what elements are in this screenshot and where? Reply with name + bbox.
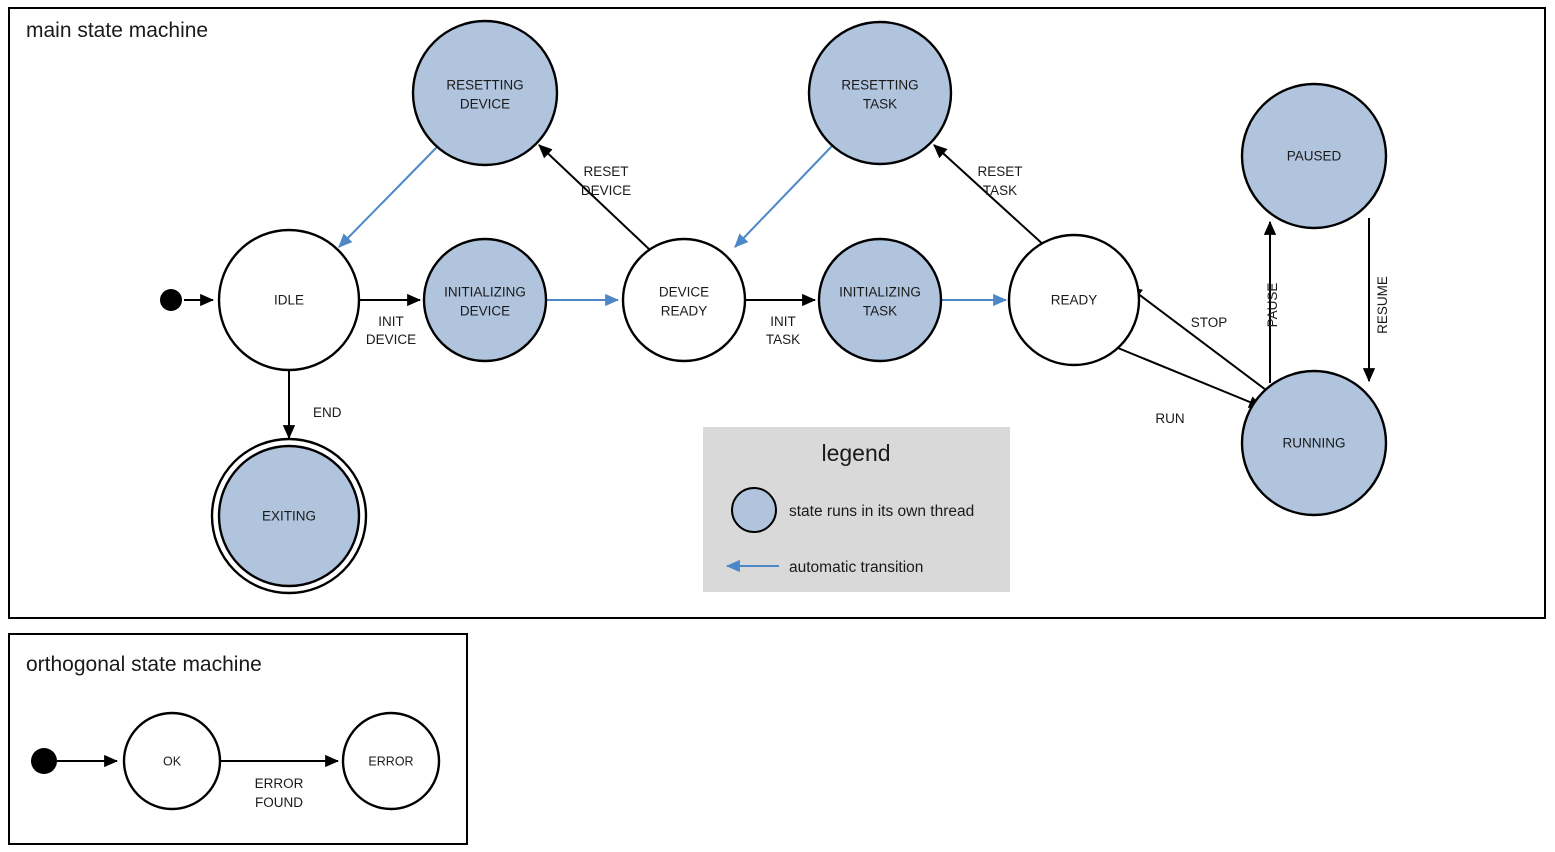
state-running-label: RUNNING — [1283, 436, 1346, 451]
state-initializing-task-label-line2: TASK — [863, 304, 897, 319]
state-resetting-device-label-line2: DEVICE — [460, 97, 510, 112]
transition-label-init-device-line1: INIT — [378, 314, 404, 329]
state-initializing-task[interactable]: INITIALIZING TASK — [817, 237, 943, 363]
legend-title: legend — [821, 440, 890, 466]
main-states: IDLE INITIALIZING DEVICE DEVICE READY IN… — [160, 19, 1388, 595]
legend-thread-state-text: state runs in its own thread — [789, 503, 974, 520]
orthogonal-initial-state-marker — [31, 748, 57, 774]
state-paused[interactable]: PAUSED — [1240, 82, 1388, 230]
legend-auto-transition-text: automatic transition — [789, 559, 923, 576]
state-initializing-device-label-line1: INITIALIZING — [444, 285, 526, 300]
transition-resetting-device-idle[interactable] — [338, 146, 438, 248]
state-resetting-device[interactable]: RESETTING DEVICE — [411, 19, 559, 167]
transition-ready-resetting-task[interactable] — [933, 144, 1047, 248]
state-idle-shape[interactable] — [217, 228, 361, 372]
transition-label-end: END — [313, 405, 342, 420]
legend: legend state runs in its own thread auto… — [703, 427, 1010, 592]
state-paused-label: PAUSED — [1287, 149, 1342, 164]
main-transitions: INIT DEVICE INIT TASK RESET DEVICE RESET… — [184, 144, 1390, 440]
state-error-shape[interactable] — [341, 711, 441, 811]
state-exiting-label: EXITING — [262, 509, 316, 524]
initial-state-marker — [160, 289, 182, 311]
transition-label-reset-task-line2: TASK — [983, 183, 1017, 198]
transition-label-reset-device-line2: DEVICE — [581, 183, 631, 198]
state-paused-shape[interactable] — [1240, 82, 1388, 230]
transition-label-reset-task-line1: RESET — [977, 164, 1022, 179]
state-exiting-final-ring — [210, 437, 368, 595]
state-initializing-device[interactable]: INITIALIZING DEVICE — [422, 237, 548, 363]
transition-device-ready-resetting-device[interactable] — [538, 144, 651, 251]
state-error[interactable]: ERROR — [341, 711, 441, 811]
transition-label-init-task-line1: INIT — [770, 314, 796, 329]
state-ok[interactable]: OK — [122, 711, 222, 811]
state-idle-label: IDLE — [274, 293, 304, 308]
state-resetting-task-label-line1: RESETTING — [841, 78, 918, 93]
state-device-ready-shape[interactable] — [621, 237, 747, 363]
state-initializing-device-label-line2: DEVICE — [460, 304, 510, 319]
state-initializing-task-shape[interactable] — [817, 237, 943, 363]
state-device-ready[interactable]: DEVICE READY — [621, 237, 747, 363]
state-exiting-shape[interactable] — [217, 444, 361, 588]
state-initializing-task-label-line1: INITIALIZING — [839, 285, 921, 300]
state-resetting-task-shape[interactable] — [807, 20, 953, 166]
transition-label-run: RUN — [1155, 411, 1184, 426]
state-ready-shape[interactable] — [1007, 233, 1141, 367]
state-ready-label: READY — [1051, 293, 1098, 308]
transition-label-pause: PAUSE — [1265, 283, 1280, 328]
transition-label-stop: STOP — [1191, 315, 1228, 330]
legend-thread-state-swatch — [731, 487, 777, 533]
transition-label-resume: RESUME — [1375, 276, 1390, 334]
state-exiting[interactable]: EXITING — [210, 437, 368, 595]
transition-label-reset-device-line1: RESET — [583, 164, 628, 179]
orthogonal-frame-title: orthogonal state machine — [26, 653, 262, 676]
state-resetting-device-shape[interactable] — [411, 19, 559, 167]
state-ready[interactable]: READY — [1007, 233, 1141, 367]
state-running-shape[interactable] — [1240, 369, 1388, 517]
transition-running-ready[interactable] — [1128, 286, 1267, 391]
state-device-ready-label-line2: READY — [661, 304, 708, 319]
orthogonal-states: OK ERROR — [31, 711, 441, 811]
transition-resetting-task-device-ready[interactable] — [734, 145, 833, 248]
state-error-label: ERROR — [368, 754, 413, 768]
state-running[interactable]: RUNNING — [1240, 369, 1388, 517]
orthogonal-transitions: ERROR FOUND — [57, 754, 340, 810]
transition-label-init-task-line2: TASK — [766, 332, 800, 347]
state-initializing-device-shape[interactable] — [422, 237, 548, 363]
state-device-ready-label-line1: DEVICE — [659, 285, 709, 300]
transition-ready-running[interactable] — [1117, 347, 1264, 408]
transition-label-error-found-line1: ERROR — [255, 776, 304, 791]
state-resetting-task-label-line2: TASK — [863, 97, 897, 112]
state-resetting-device-label-line1: RESETTING — [446, 78, 523, 93]
state-idle[interactable]: IDLE — [217, 228, 361, 372]
main-frame-title: main state machine — [26, 19, 208, 42]
state-resetting-task[interactable]: RESETTING TASK — [807, 20, 953, 166]
state-ok-shape[interactable] — [122, 711, 222, 811]
state-ok-label: OK — [163, 754, 182, 768]
transition-label-init-device-line2: DEVICE — [366, 332, 416, 347]
transition-label-error-found-line2: FOUND — [255, 795, 303, 810]
